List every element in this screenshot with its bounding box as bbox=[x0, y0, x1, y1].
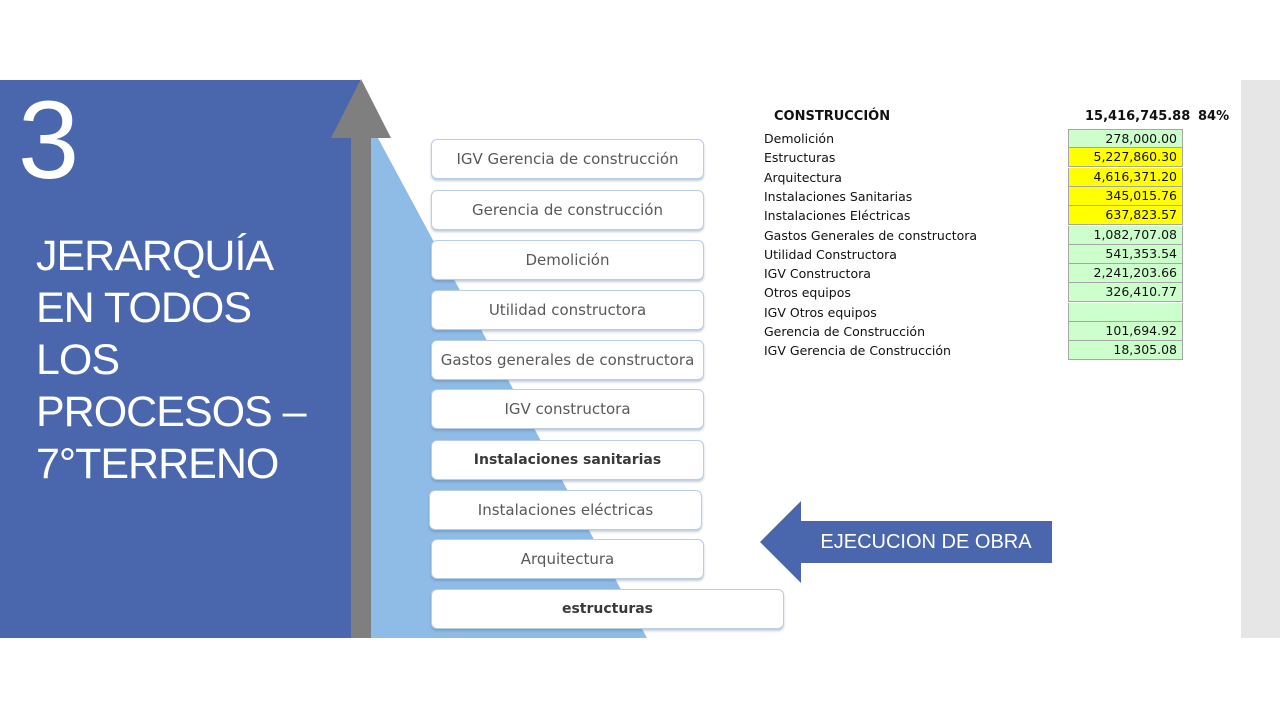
slide-number: 3 bbox=[18, 79, 80, 202]
construction-table: CONSTRUCCIÓN 15,416,745.88 84% Demolició… bbox=[760, 106, 1240, 366]
table-row: Instalaciones Eléctricas 637,823.57 bbox=[760, 206, 1190, 226]
table-row: IGV Constructora 2,241,203.66 bbox=[760, 264, 1190, 284]
table-row-value: 101,694.92 bbox=[1068, 322, 1183, 341]
table-row-value: 1,082,707.08 bbox=[1068, 225, 1183, 245]
table-row: Estructuras 5,227,860.30 bbox=[760, 148, 1190, 168]
table-row: Otros equipos 326,410.77 bbox=[760, 283, 1190, 303]
table-row-value: 541,353.54 bbox=[1068, 244, 1183, 264]
up-arrow-shaft bbox=[351, 138, 371, 638]
hierarchy-step: Demolición bbox=[431, 240, 704, 280]
table-row-label: IGV Gerencia de Construcción bbox=[764, 343, 951, 359]
slide-title-line: JERARQUÍA bbox=[36, 232, 274, 280]
slide-title-line: EN TODOS bbox=[36, 284, 252, 332]
table-title: CONSTRUCCIÓN bbox=[774, 109, 891, 124]
table-row-label: Otros equipos bbox=[764, 285, 851, 301]
slide-title-line: 7°TERRENO bbox=[36, 440, 279, 488]
table-row-label: Arquitectura bbox=[764, 169, 842, 185]
table-row: Gerencia de Construcción 101,694.92 bbox=[760, 322, 1190, 341]
hierarchy-step: Instalaciones eléctricas bbox=[429, 490, 702, 530]
right-edge-strip bbox=[1241, 80, 1280, 638]
hierarchy-step: Gerencia de construcción bbox=[431, 190, 704, 230]
hierarchy-step: IGV constructora bbox=[431, 389, 704, 429]
up-arrow-head bbox=[331, 79, 391, 138]
table-row-label: Instalaciones Sanitarias bbox=[764, 188, 913, 204]
slide-title: JERARQUÍA EN TODOS LOS PROCESOS – 7°TERR… bbox=[36, 230, 336, 490]
table-row-value: 5,227,860.30 bbox=[1068, 148, 1183, 168]
table-percent: 84% bbox=[1198, 109, 1230, 124]
table-row-value: 18,305.08 bbox=[1068, 341, 1183, 361]
hierarchy-step: Instalaciones sanitarias bbox=[431, 440, 704, 480]
table-total: 15,416,745.88 bbox=[1085, 109, 1191, 124]
table-row-value: 326,410.77 bbox=[1068, 283, 1183, 303]
slide-title-line: LOS bbox=[36, 336, 120, 384]
table-row-value: 278,000.00 bbox=[1068, 129, 1183, 148]
execution-callout-arrow bbox=[760, 501, 1052, 583]
table-row: Arquitectura 4,616,371.20 bbox=[760, 167, 1190, 187]
table-row-value: 345,015.76 bbox=[1068, 186, 1183, 206]
table-row-value: 4,616,371.20 bbox=[1068, 167, 1183, 187]
table-row-label: Instalaciones Eléctricas bbox=[764, 208, 911, 224]
table-row: Gastos Generales de constructora 1,082,70… bbox=[760, 225, 1190, 245]
hierarchy-step: estructuras bbox=[431, 589, 784, 629]
hierarchy-step: Gastos generales de constructora bbox=[431, 340, 704, 380]
table-row: IGV Gerencia de Construcción 18,305.08 bbox=[760, 341, 1190, 361]
table-row: Instalaciones Sanitarias 345,015.76 bbox=[760, 186, 1190, 206]
table-row: IGV Otros equipos bbox=[760, 302, 1190, 322]
hierarchy-step: Utilidad constructora bbox=[431, 290, 704, 330]
table-row-value: 637,823.57 bbox=[1068, 206, 1183, 226]
table-row: Demolición 278,000.00 bbox=[760, 129, 1190, 148]
table-row: Utilidad Constructora 541,353.54 bbox=[760, 244, 1190, 264]
title-panel bbox=[0, 80, 360, 638]
table-row-label: IGV Constructora bbox=[764, 266, 871, 282]
table-row-label: Estructuras bbox=[764, 150, 836, 166]
table-row-label: Utilidad Constructora bbox=[764, 246, 897, 262]
table-row-label: Gerencia de Construcción bbox=[764, 324, 925, 339]
table-row-label: Gastos Generales de constructora bbox=[764, 227, 978, 243]
callout-arrow-shape bbox=[760, 501, 1052, 583]
slide-title-line: PROCESOS – bbox=[36, 388, 307, 436]
table-row-value: 2,241,203.66 bbox=[1068, 264, 1183, 284]
hierarchy-step: Arquitectura bbox=[431, 539, 704, 579]
table-row-value bbox=[1068, 302, 1183, 322]
execution-callout-label: EJECUCION DE OBRA bbox=[820, 530, 1032, 553]
table-row-label: IGV Otros equipos bbox=[764, 304, 877, 320]
hierarchy-step: IGV Gerencia de construcción bbox=[431, 139, 704, 179]
table-row-label: Demolición bbox=[764, 131, 835, 146]
